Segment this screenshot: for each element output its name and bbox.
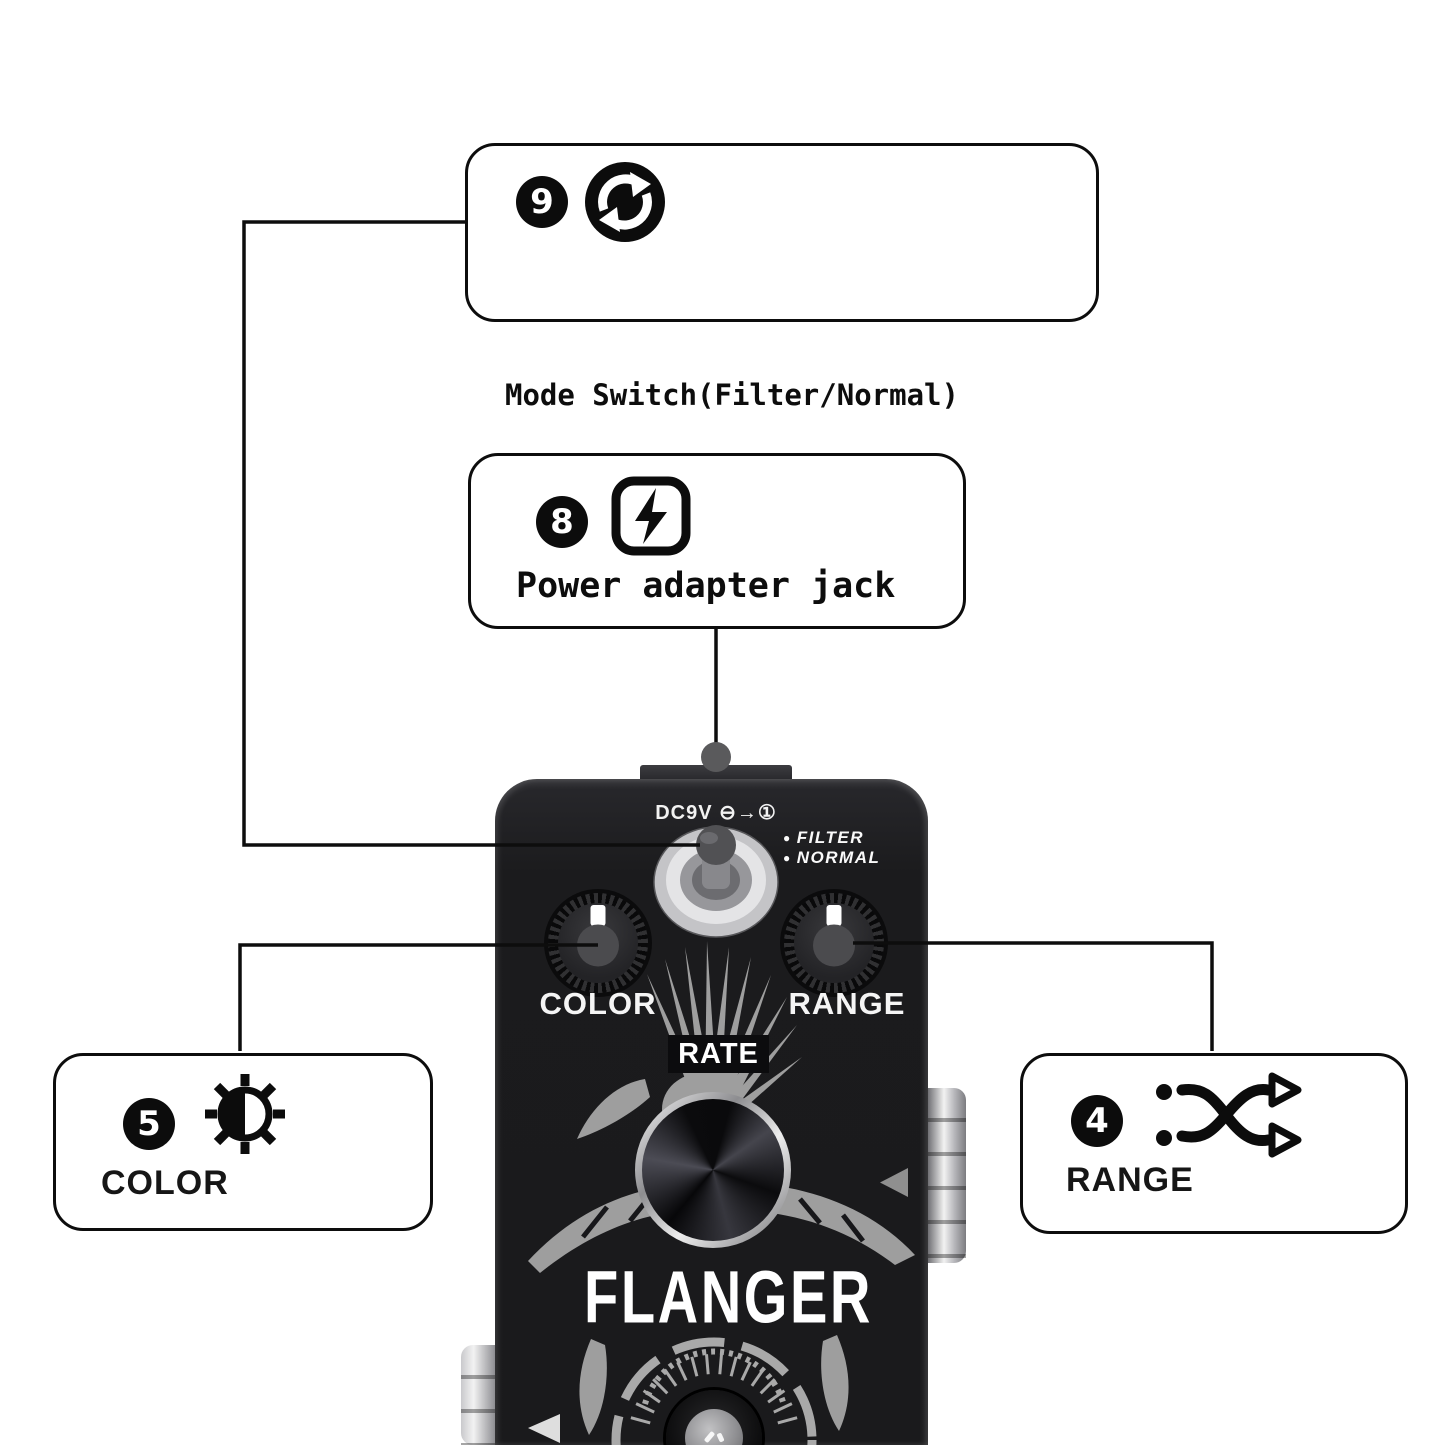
callout-color: 5 COLOR bbox=[53, 1053, 433, 1231]
rate-label: RATE bbox=[678, 1037, 759, 1070]
filter-bullet-icon: ● bbox=[783, 830, 792, 845]
callout-label: Mode Switch(Filter/Normal) bbox=[505, 378, 959, 412]
filter-label: FILTER bbox=[796, 828, 864, 847]
callout-mode-switch: 9 Mode Switch(Filter/Normal) bbox=[465, 143, 1099, 412]
callout-label: COLOR bbox=[101, 1164, 229, 1202]
callout-power-jack: 8 Power adapter jack bbox=[468, 453, 966, 629]
lightning-icon bbox=[609, 474, 693, 563]
knob-indicator bbox=[590, 905, 606, 926]
knob-center bbox=[577, 924, 619, 967]
rate-label-patch: RATE bbox=[668, 1035, 769, 1073]
sync-icon bbox=[583, 160, 667, 249]
callout-range: 4 RANGE bbox=[1020, 1053, 1408, 1234]
knob-indicator bbox=[826, 905, 842, 926]
normal-bullet-icon: ● bbox=[783, 850, 792, 865]
power-print: DC9V ⊖→① bbox=[655, 802, 777, 824]
color-knob bbox=[548, 893, 648, 993]
number-badge: 9 bbox=[516, 176, 568, 228]
brightness-icon bbox=[203, 1072, 287, 1161]
callout-label: RANGE bbox=[1066, 1161, 1194, 1199]
normal-label: NORMAL bbox=[796, 848, 881, 867]
rate-knob bbox=[635, 1092, 791, 1248]
number-badge: 4 bbox=[1071, 1095, 1123, 1147]
mode-option-normal: ● NORMAL bbox=[783, 849, 880, 866]
range-knob bbox=[784, 893, 884, 993]
footswitch-dome bbox=[685, 1409, 743, 1445]
range-knob-label: RANGE bbox=[788, 986, 906, 1021]
number-badge: 8 bbox=[536, 496, 588, 548]
color-knob-label: COLOR bbox=[539, 986, 657, 1021]
shuffle-icon bbox=[1154, 1070, 1314, 1165]
model-name: FLANGER bbox=[584, 1255, 873, 1339]
number-badge: 5 bbox=[123, 1098, 175, 1150]
knob-center bbox=[813, 924, 855, 967]
mode-option-filter: ● FILTER bbox=[783, 829, 864, 846]
right-side-jack bbox=[926, 1088, 966, 1263]
callout-label: Power adapter jack bbox=[516, 566, 896, 606]
